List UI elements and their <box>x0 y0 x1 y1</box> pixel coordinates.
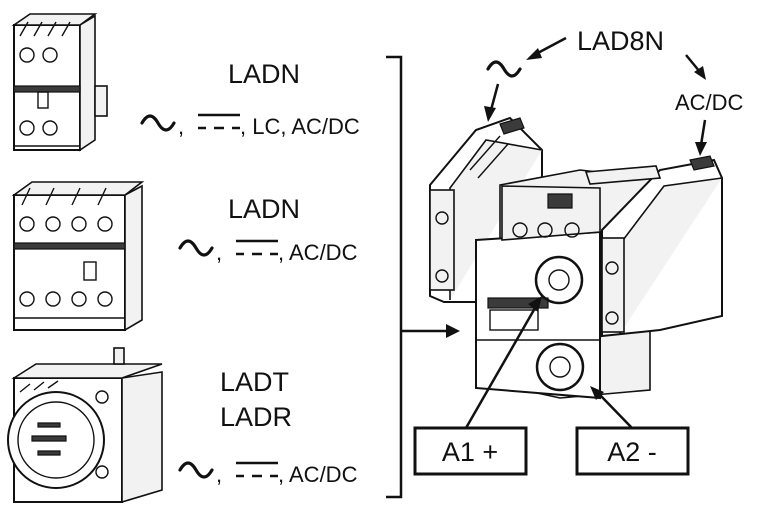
a1-leader-arrow <box>464 296 542 429</box>
dc-symbol-icon <box>198 113 240 130</box>
top-supply-label: , LC, AC/DC <box>240 114 360 139</box>
ac-tilde-icon <box>178 239 214 257</box>
dc-symbol-icon <box>236 461 278 478</box>
a2-terminal-highlight <box>535 342 585 392</box>
ac-tilde-icon <box>140 114 176 132</box>
top-separator: , <box>178 114 184 139</box>
ac-tilde-icon <box>178 461 214 479</box>
arrow-acdc-suppressor <box>695 119 707 156</box>
middle-separator: , <box>216 240 222 265</box>
middle-model-label: LADN <box>228 194 300 224</box>
right-suppressor-module <box>584 155 723 338</box>
dc-symbol-icon <box>236 239 278 256</box>
grouping-bracket <box>386 55 403 499</box>
arrow-to-contactor <box>401 324 460 338</box>
bottom-model-label-1: LADT <box>220 367 289 397</box>
ladn-4pole-module <box>11 181 145 332</box>
ladt-timer-module <box>7 347 163 504</box>
a2-leader-arrow <box>590 386 633 429</box>
bottom-separator: , <box>216 462 222 487</box>
a1-screw-icon <box>548 269 570 291</box>
lad8n-label: LAD8N <box>577 26 664 56</box>
ac-tilde-icon <box>486 60 522 78</box>
a1-terminal-label: A1 + <box>442 437 498 467</box>
a2-terminal-label: A2 - <box>607 437 657 467</box>
arrow-lad8n-acdc <box>685 54 706 80</box>
ladn-2pole-module <box>11 13 108 152</box>
top-model-label: LADN <box>228 59 300 89</box>
a2-screw-icon <box>549 356 571 378</box>
middle-supply-label: , AC/DC <box>278 240 358 265</box>
lad8n-right-supply-label: AC/DC <box>675 90 744 115</box>
arrow-lad8n-ac <box>526 36 567 60</box>
a1-terminal-highlight <box>534 255 584 305</box>
arrow-ac-suppressor <box>484 83 500 122</box>
bottom-model-label-2: LADR <box>220 402 292 432</box>
a1-terminal-box <box>413 426 528 476</box>
bottom-supply-label: , AC/DC <box>278 462 358 487</box>
a2-terminal-box <box>575 426 690 476</box>
